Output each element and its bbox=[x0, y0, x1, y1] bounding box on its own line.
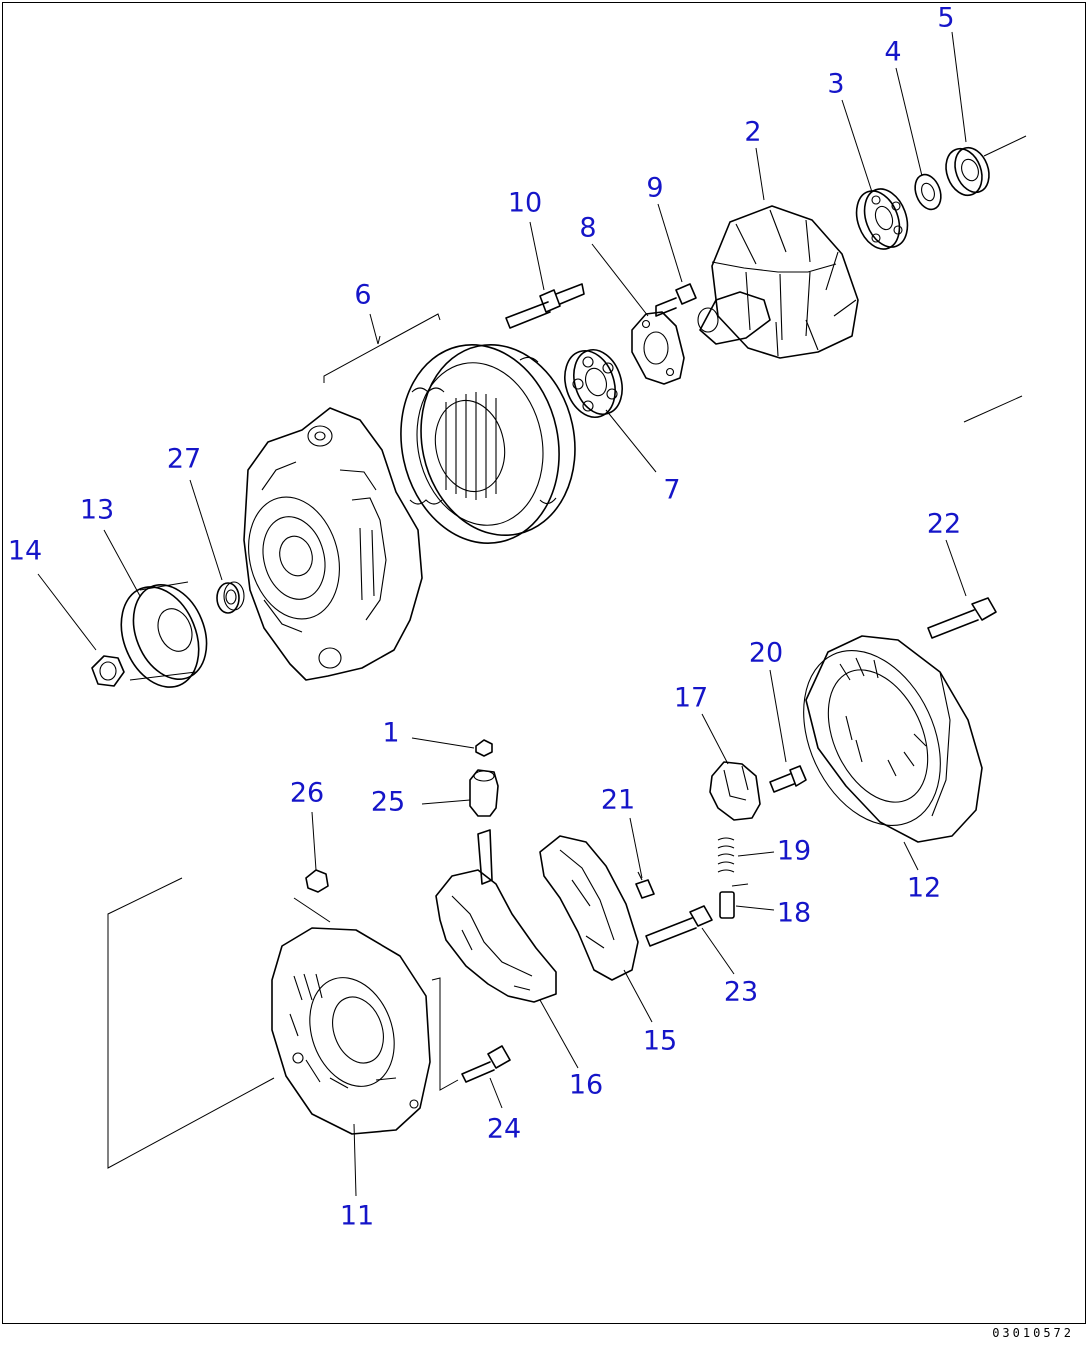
nut-26 bbox=[305, 869, 329, 893]
callout-14: 14 bbox=[7, 535, 43, 567]
washer-4 bbox=[914, 173, 942, 211]
callout-16: 16 bbox=[568, 1069, 604, 1101]
callout-11: 11 bbox=[339, 1200, 375, 1232]
rear-cover-12 bbox=[803, 635, 983, 843]
brush-holder-15 bbox=[539, 835, 639, 981]
callout-25: 25 bbox=[370, 786, 406, 818]
bearing-3 bbox=[855, 188, 909, 250]
frame-bracket-left bbox=[107, 877, 275, 1169]
callout-12: 12 bbox=[906, 872, 942, 904]
callout-5: 5 bbox=[937, 2, 955, 34]
callout-21: 21 bbox=[600, 784, 636, 816]
bolt-23 bbox=[645, 905, 713, 947]
leader-lines bbox=[37, 31, 967, 1197]
callout-20: 20 bbox=[748, 637, 784, 669]
bolt-20 bbox=[769, 765, 807, 793]
frame-bracket-right bbox=[431, 977, 459, 1091]
callout-23: 23 bbox=[723, 976, 759, 1008]
cover-5 bbox=[945, 146, 990, 197]
frame-border bbox=[2, 2, 1086, 1324]
callout-2: 2 bbox=[744, 116, 762, 148]
stud-10 bbox=[505, 283, 585, 329]
callout-4: 4 bbox=[884, 36, 902, 68]
callout-17: 17 bbox=[673, 682, 709, 714]
spring-19 bbox=[717, 837, 735, 873]
callout-3: 3 bbox=[827, 68, 845, 100]
group-bracket-6 bbox=[323, 313, 441, 383]
drawing-code: 03010572 bbox=[992, 1326, 1074, 1340]
nut-1 bbox=[475, 739, 493, 757]
callout-10: 10 bbox=[507, 187, 543, 219]
callout-26: 26 bbox=[289, 777, 325, 809]
rectifier-16 bbox=[435, 829, 557, 1003]
stud-bolt-24 bbox=[461, 1045, 511, 1083]
screw-21 bbox=[635, 871, 655, 899]
brush-18 bbox=[719, 883, 749, 919]
nut-14 bbox=[91, 655, 125, 687]
retainer-plate-8 bbox=[631, 311, 685, 385]
bearing-7 bbox=[564, 349, 623, 418]
axis-line-top-right bbox=[983, 135, 1027, 157]
drive-end-frame-6 bbox=[243, 407, 423, 681]
callout-7: 7 bbox=[663, 474, 681, 506]
callout-9: 9 bbox=[646, 172, 664, 204]
callout-13: 13 bbox=[79, 494, 115, 526]
callout-15: 15 bbox=[642, 1025, 678, 1057]
callout-8: 8 bbox=[579, 212, 597, 244]
spacer-27 bbox=[216, 581, 245, 614]
screw-9 bbox=[655, 283, 697, 317]
callout-24: 24 bbox=[486, 1113, 522, 1145]
insulator-25 bbox=[469, 769, 499, 817]
axis-line-mid-right bbox=[963, 395, 1023, 423]
callout-1: 1 bbox=[382, 717, 400, 749]
terminal-17 bbox=[709, 761, 761, 821]
callout-19: 19 bbox=[776, 835, 812, 867]
stator-6 bbox=[400, 343, 576, 544]
bolt-22 bbox=[927, 597, 997, 639]
rotor-2 bbox=[697, 205, 859, 359]
nut-26-link bbox=[293, 897, 331, 923]
callout-6: 6 bbox=[354, 279, 372, 311]
callout-18: 18 bbox=[776, 897, 812, 929]
rear-frame-11 bbox=[271, 927, 431, 1135]
pulley-13 bbox=[120, 581, 208, 688]
callout-22: 22 bbox=[926, 508, 962, 540]
callout-27: 27 bbox=[166, 443, 202, 475]
